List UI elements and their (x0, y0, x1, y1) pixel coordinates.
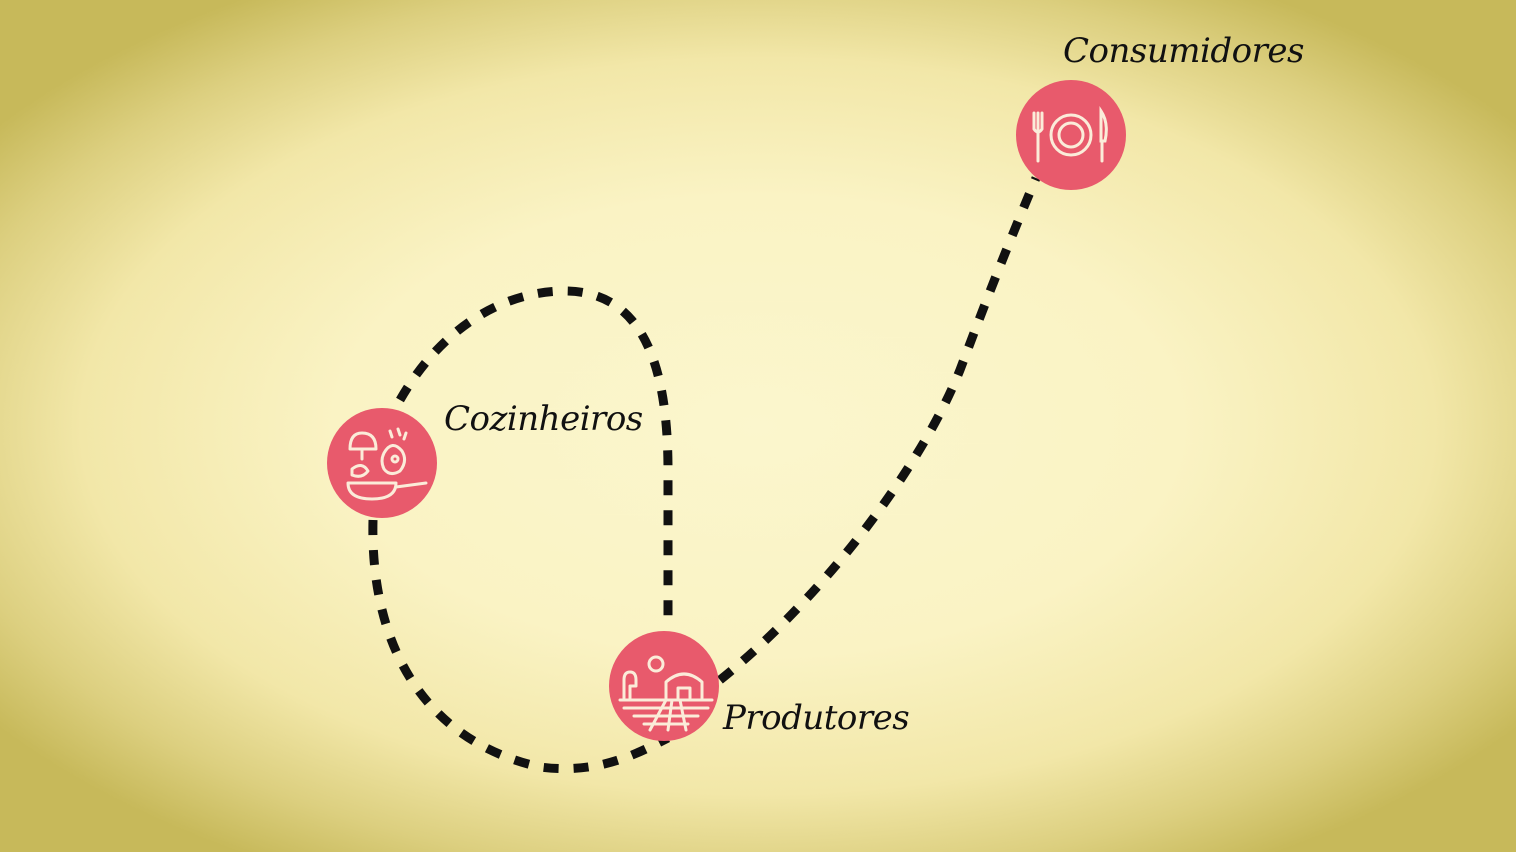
label-cozinheiros: Cozinheiros (444, 399, 643, 439)
path-produtores-consumidores (717, 176, 1041, 684)
node-produtores-circle (609, 631, 719, 741)
path-cozinheiros-produtores-loop (396, 286, 673, 630)
label-produtores: Produtores (723, 698, 910, 738)
node-consumidores (1016, 80, 1126, 190)
node-cozinheiros (327, 408, 437, 518)
node-consumidores-circle (1016, 80, 1126, 190)
plate-fork-knife-icon (1032, 106, 1108, 163)
farm-barn-icon (618, 655, 714, 732)
path-cozinheiros-produtores-bottom (368, 519, 671, 774)
label-consumidores: Consumidores (1063, 31, 1304, 71)
cooking-pan-icon (346, 427, 428, 501)
node-produtores (609, 631, 719, 741)
